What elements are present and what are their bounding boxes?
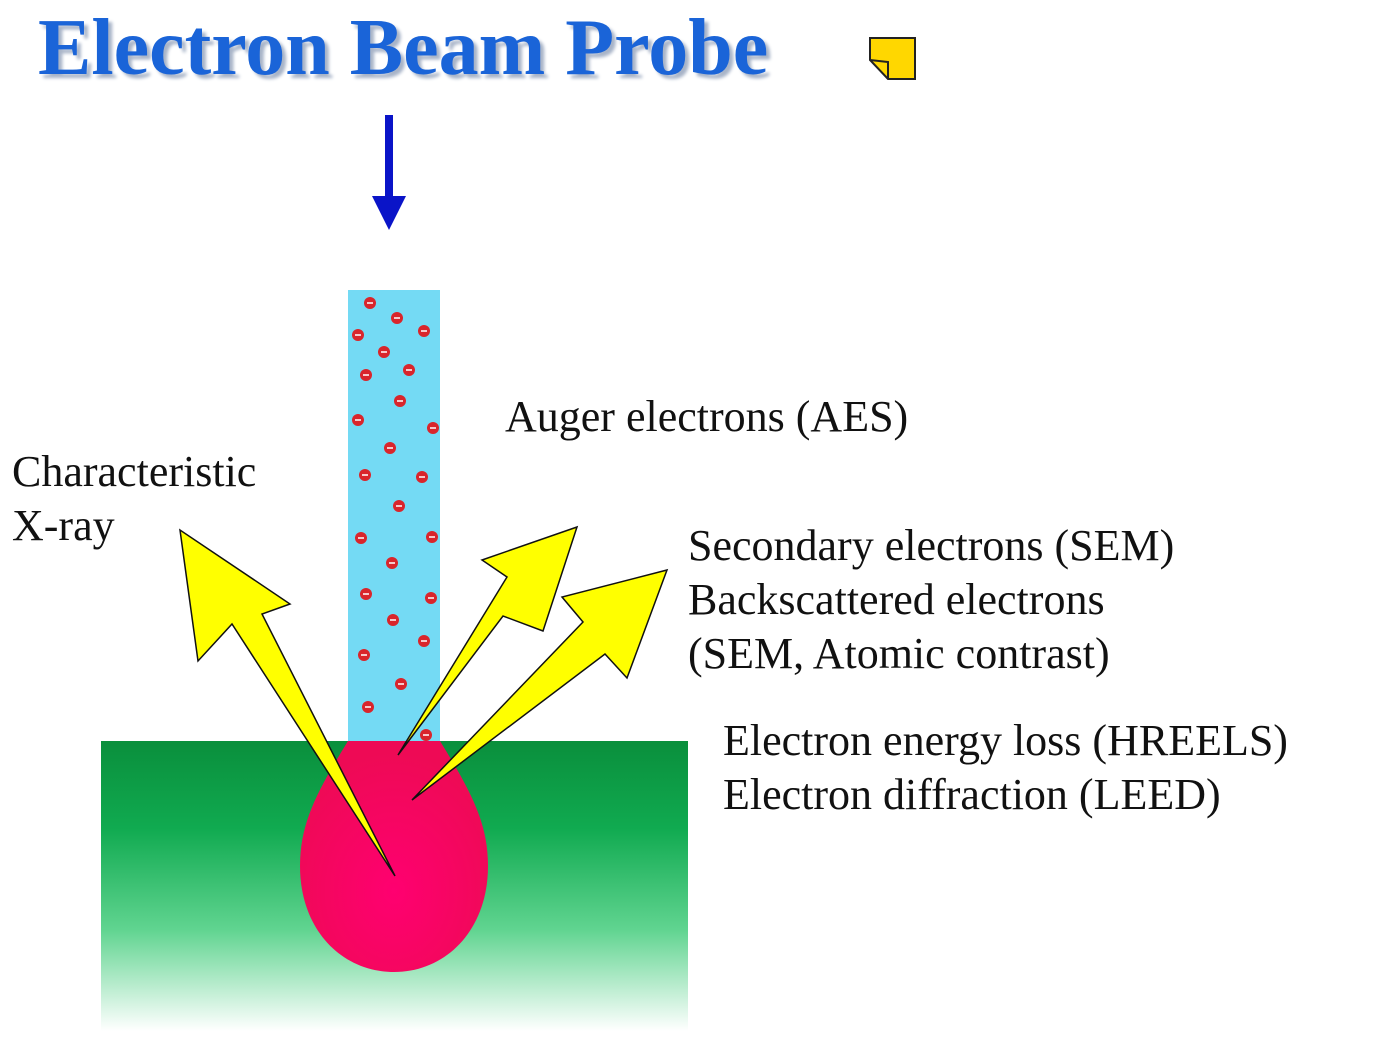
- energy-label: Electron energy loss (HREELS) Electron d…: [723, 716, 1288, 819]
- note-icon[interactable]: [869, 37, 916, 80]
- auger-label: Auger electrons (AES): [505, 392, 909, 441]
- xray-label: Characteristic X-ray: [12, 447, 257, 550]
- secondary-label: Secondary electrons (SEM) Backscattered …: [688, 521, 1175, 678]
- emission-arrows: [179, 525, 669, 877]
- interaction-volume: [300, 741, 488, 972]
- down-arrow-icon: [372, 115, 406, 230]
- electron-dots: [352, 297, 439, 741]
- page-title: Electron Beam Probe: [38, 4, 769, 92]
- beam-column: [348, 290, 440, 741]
- backscattered-arrow: [411, 568, 669, 801]
- xray-arrow: [179, 528, 396, 877]
- secondary-arrow: [397, 525, 579, 756]
